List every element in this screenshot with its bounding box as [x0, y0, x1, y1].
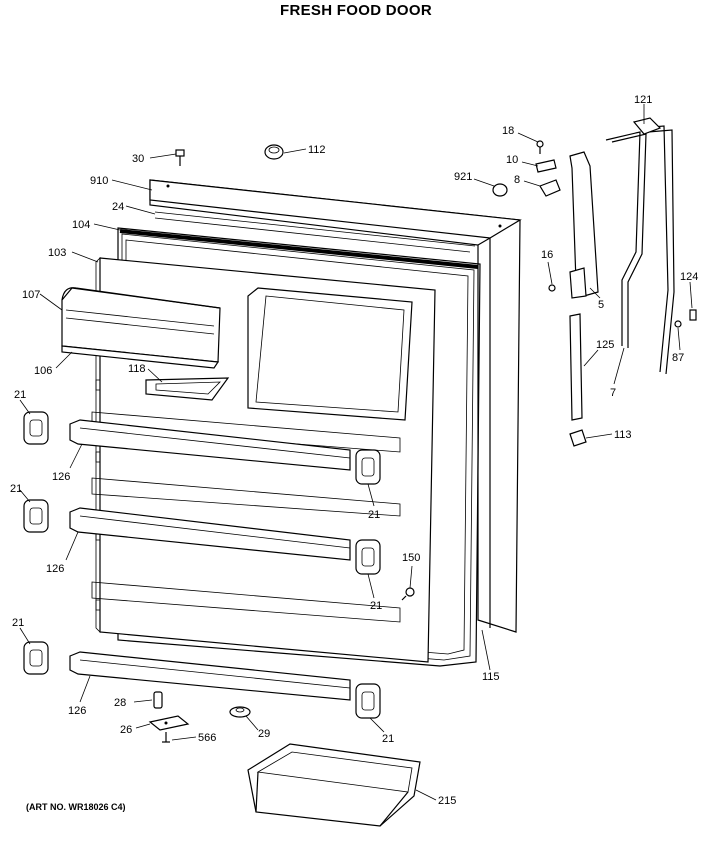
callout-18: 18: [502, 125, 514, 137]
end-cap: [355, 683, 381, 719]
callout-126: 126: [46, 563, 64, 575]
end-cap: [23, 499, 49, 533]
end-cap: [355, 539, 381, 575]
outer-door-panel: [149, 179, 522, 633]
callout-10: 10: [506, 154, 518, 166]
callout-30: 30: [132, 153, 144, 165]
callout-910: 910: [90, 175, 108, 187]
callout-566: 566: [198, 732, 216, 744]
callout-21: 21: [370, 600, 382, 612]
callout-106: 106: [34, 365, 52, 377]
bushing-29: [229, 706, 251, 718]
strip-125: [569, 313, 583, 421]
callout-29: 29: [258, 728, 270, 740]
shelf-bar-upper: [69, 419, 351, 471]
callout-121: 121: [634, 94, 652, 106]
callout-150: 150: [402, 552, 420, 564]
stop-28: [153, 691, 163, 709]
callout-107: 107: [22, 289, 40, 301]
callout-103: 103: [48, 247, 66, 259]
callout-16: 16: [541, 249, 553, 261]
callout-21: 21: [10, 483, 22, 495]
callout-104: 104: [72, 219, 90, 231]
art-number-caption: (ART NO. WR18026 C4): [26, 802, 126, 812]
callout-215: 215: [438, 795, 456, 807]
callout-24: 24: [112, 201, 124, 213]
callout-26: 26: [120, 724, 132, 736]
shelf-bar-lower: [69, 651, 351, 701]
plate-26: [148, 715, 190, 731]
callout-126: 126: [52, 471, 70, 483]
callout-labels: 30 112 910 24 104 103 107 106 118 21 126…: [10, 94, 698, 807]
end-cap: [23, 411, 49, 445]
end-cap: [23, 641, 49, 675]
plug-921: [492, 183, 508, 197]
callout-113: 113: [614, 429, 632, 441]
bracket-10: [535, 159, 557, 173]
callout-118: 118: [128, 363, 146, 375]
callout-21: 21: [368, 509, 380, 521]
callout-125: 125: [596, 339, 614, 351]
screw-30: [175, 149, 185, 166]
callout-87: 87: [672, 352, 684, 364]
callout-21: 21: [14, 389, 26, 401]
callout-112: 112: [308, 144, 326, 156]
callout-921: 921: [454, 171, 472, 183]
callout-21: 21: [12, 617, 24, 629]
diagram-title: FRESH FOOD DOOR: [280, 2, 433, 19]
callout-124: 124: [680, 271, 698, 283]
callout-7: 7: [610, 387, 616, 399]
callout-126: 126: [68, 705, 86, 717]
callout-5: 5: [598, 299, 604, 311]
callout-115: 115: [482, 671, 500, 683]
shelf-bar-middle: [69, 507, 351, 561]
block-113: [569, 429, 587, 447]
callout-28: 28: [114, 697, 126, 709]
door-bin: [247, 743, 421, 827]
dairy-door: [61, 287, 221, 369]
hinge-5: [569, 151, 599, 299]
tray: [145, 377, 230, 401]
plug-112: [264, 144, 284, 160]
screw-16: [548, 284, 556, 292]
hinge-arm-121: [605, 117, 675, 375]
hinge-cap-8: [539, 179, 561, 197]
callout-8: 8: [514, 174, 520, 186]
screw-87: [674, 320, 682, 328]
screw-124: [689, 309, 697, 321]
screw-566: [162, 732, 170, 743]
screw-18: [536, 140, 544, 154]
callout-21: 21: [382, 733, 394, 745]
end-cap: [355, 449, 381, 485]
leader-lines: [19, 104, 693, 801]
